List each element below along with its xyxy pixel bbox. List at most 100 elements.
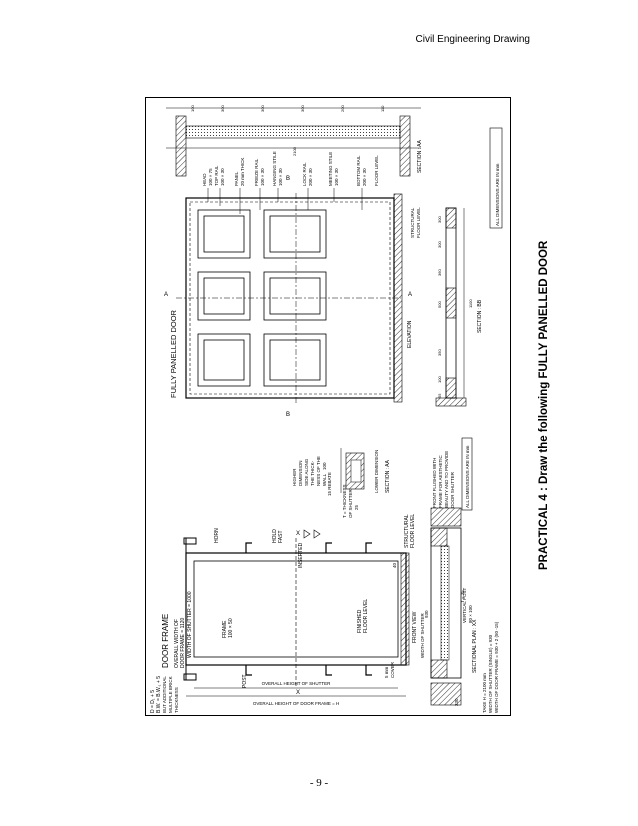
svg-text:LOWER DIMENSION: LOWER DIMENSION — [374, 450, 379, 493]
svg-text:300: 300 — [300, 105, 305, 112]
svg-text:40: 40 — [392, 562, 397, 568]
svg-text:FLOOR LEVEL: FLOOR LEVEL — [363, 599, 369, 633]
svg-text:BUT ADDITIONAL: BUT ADDITIONAL — [162, 676, 167, 713]
svg-text:STRUCTURAL: STRUCTURAL — [404, 514, 410, 548]
frame-title: DOOR FRAME — [161, 614, 170, 668]
svg-text:360: 360 — [437, 269, 442, 276]
door-panels — [197, 209, 327, 387]
svg-text:TAKE H = 2100 mm: TAKE H = 2100 mm — [482, 673, 487, 713]
svg-text:100: 100 — [437, 376, 442, 383]
svg-text:ALL DIMENSIONS ARE IN mm: ALL DIMENSIONS ARE IN mm — [495, 163, 500, 226]
page-number: - 9 - — [309, 777, 329, 789]
svg-text:T = 35: T = 35 — [460, 590, 465, 603]
svg-text:100 × 30: 100 × 30 — [220, 168, 225, 186]
svg-text:INSERTED: INSERTED — [298, 542, 304, 568]
svg-text:HANGING STILE: HANGING STILE — [272, 151, 277, 186]
svg-text:A: A — [408, 292, 412, 298]
svg-text:100 × 30: 100 × 30 — [278, 168, 283, 186]
svg-text:FRAME FOR AESTHETIC: FRAME FOR AESTHETIC — [438, 454, 443, 508]
svg-text:BEAUTY AND TO PROVIDE: BEAUTY AND TO PROVIDE — [444, 451, 449, 508]
svg-text:MULTIPLE BRICK: MULTIPLE BRICK — [168, 676, 173, 713]
svg-text:300: 300 — [437, 241, 442, 248]
practical-caption: PRACTICAL 4 : Draw the following FULLY P… — [538, 240, 550, 570]
svg-text:200: 200 — [340, 105, 345, 112]
svg-text:WIDTH OF DOOR FRAME = 930 + 2: WIDTH OF DOOR FRAME = 930 + 2 (50 -15) — [494, 621, 499, 713]
svg-text:T = THICKNESS: T = THICKNESS — [342, 485, 347, 518]
svg-text:MEETING STILE: MEETING STILE — [328, 152, 333, 186]
svg-text:X: X — [296, 690, 300, 696]
svg-text:THE THICK-: THE THICK- — [310, 460, 315, 486]
svg-text:X: X — [296, 531, 300, 537]
svg-text:OVERALL HEIGHT OF DOOR FRAME =: OVERALL HEIGHT OF DOOR FRAME = H — [253, 701, 339, 706]
door-frame-view: DOOR FRAME OVERALL WIDTH OF DOOR FRAME =… — [150, 514, 418, 713]
svg-text:TOP RAIL: TOP RAIL — [214, 165, 219, 186]
svg-text:FRIEZE RAIL: FRIEZE RAIL — [254, 158, 259, 186]
svg-text:100 × 30: 100 × 30 — [260, 168, 265, 186]
svg-text:80 × 100: 80 × 100 — [468, 605, 473, 623]
svg-text:FRONT FLUSHED WITH: FRONT FLUSHED WITH — [432, 458, 437, 508]
svg-text:FRONT VIEW: FRONT VIEW — [412, 611, 418, 643]
svg-text:55: 55 — [437, 393, 442, 398]
svg-text:100: 100 — [322, 462, 327, 470]
svg-text:100 × 50: 100 × 50 — [228, 618, 234, 638]
svg-text:230: 230 — [454, 698, 459, 706]
svg-text:FAST: FAST — [278, 530, 284, 543]
svg-text:POST: POST — [242, 674, 248, 688]
svg-text:HOLD: HOLD — [272, 529, 278, 543]
svg-text:ELEVATION: ELEVATION — [407, 320, 413, 348]
svg-text:COVER: COVER — [390, 661, 395, 678]
svg-text:WALL: WALL — [322, 473, 327, 486]
svg-text:BOTTOM RAIL: BOTTOM RAIL — [356, 155, 361, 186]
svg-text:B: B — [286, 412, 290, 418]
svg-text:B: B — [286, 176, 290, 182]
svg-text:WIDTH OF SHUTTER = 1000: WIDTH OF SHUTTER = 1000 — [187, 591, 193, 658]
section-aa-small: SECTION : AA LOWER DIMENSION 15 REBATE T… — [292, 448, 391, 518]
page-header: Civil Engineering Drawing — [415, 34, 531, 45]
svg-text:100: 100 — [190, 105, 195, 112]
svg-text:FULLY PANELLED DOOR: FULLY PANELLED DOOR — [169, 309, 178, 398]
svg-text:300: 300 — [437, 216, 442, 223]
svg-text:930: 930 — [424, 610, 429, 618]
svg-text:DOOR SHUTTER: DOOR SHUTTER — [450, 471, 455, 508]
svg-text:FRAME: FRAME — [222, 620, 228, 638]
panelled-door-elevation: FULLY PANELLED DOOR ELEVATION HEAD 100 ×… — [164, 151, 421, 418]
svg-text:D = D₁ + 5: D = D₁ + 5 — [150, 690, 156, 713]
svg-text:100 × 30: 100 × 30 — [334, 168, 339, 186]
svg-text:5 mm: 5 mm — [384, 666, 389, 678]
drawing-frame: DOOR FRAME OVERALL WIDTH OF DOOR FRAME =… — [145, 97, 511, 716]
section-aa-big: SECTION : AA 100 300 300 300 200 2100 11… — [166, 105, 423, 177]
svg-text:15 REBATE: 15 REBATE — [327, 472, 332, 496]
svg-text:SECTION : AA: SECTION : AA — [417, 140, 423, 173]
svg-text:FLOOR LEVEL: FLOOR LEVEL — [416, 207, 421, 238]
svg-text:HORN: HORN — [214, 528, 220, 543]
svg-text:20 mm THICK: 20 mm THICK — [240, 158, 245, 186]
svg-text:2100: 2100 — [292, 146, 297, 156]
svg-text:FINISHED: FINISHED — [357, 609, 363, 633]
svg-text:300: 300 — [260, 105, 265, 112]
svg-text:DOOR FRAME = 1120: DOOR FRAME = 1120 — [180, 617, 186, 668]
svg-text:DIMENSION: DIMENSION — [298, 460, 303, 486]
svg-text:25: 25 — [354, 504, 359, 510]
svg-text:WIDTH OF SHUTTER (SINGLE) = 93: WIDTH OF SHUTTER (SINGLE) = 930 — [488, 634, 493, 713]
svg-text:HIGHER: HIGHER — [292, 468, 297, 486]
svg-text:THICKNESS: THICKNESS — [174, 687, 179, 713]
door-drawing: DOOR FRAME OVERALL WIDTH OF DOOR FRAME =… — [150, 105, 503, 713]
svg-text:OVERALL HEIGHT OF SHUTTER: OVERALL HEIGHT OF SHUTTER — [262, 681, 332, 686]
svg-text:1100: 1100 — [468, 299, 473, 308]
svg-text:500: 500 — [437, 301, 442, 308]
svg-text:200 × 30: 200 × 30 — [308, 168, 313, 186]
sectional-plan-xx: SECTIONAL PLAN : XX VERTICAL POST 80 × 1… — [420, 437, 499, 713]
svg-text:A: A — [164, 292, 168, 298]
svg-text:110: 110 — [380, 105, 385, 112]
svg-text:100 × 75: 100 × 75 — [208, 168, 213, 186]
svg-text:FLOOR LEVEL: FLOOR LEVEL — [374, 155, 379, 186]
svg-text:STRUCTURAL: STRUCTURAL — [410, 207, 415, 238]
svg-text:OF SHUTTER: OF SHUTTER — [348, 489, 353, 518]
svg-text:SIDE ALONG: SIDE ALONG — [304, 458, 309, 486]
svg-text:ALL DIMENSIONS ARE IN mm: ALL DIMENSIONS ARE IN mm — [465, 445, 470, 508]
svg-text:300: 300 — [220, 105, 225, 112]
svg-text:PANEL: PANEL — [234, 171, 239, 186]
svg-text:350: 350 — [437, 349, 442, 356]
panelled-door-title: FULLY PANELLED DOOR — [169, 309, 178, 398]
svg-text:VERTICAL POST: VERTICAL POST — [462, 587, 467, 623]
